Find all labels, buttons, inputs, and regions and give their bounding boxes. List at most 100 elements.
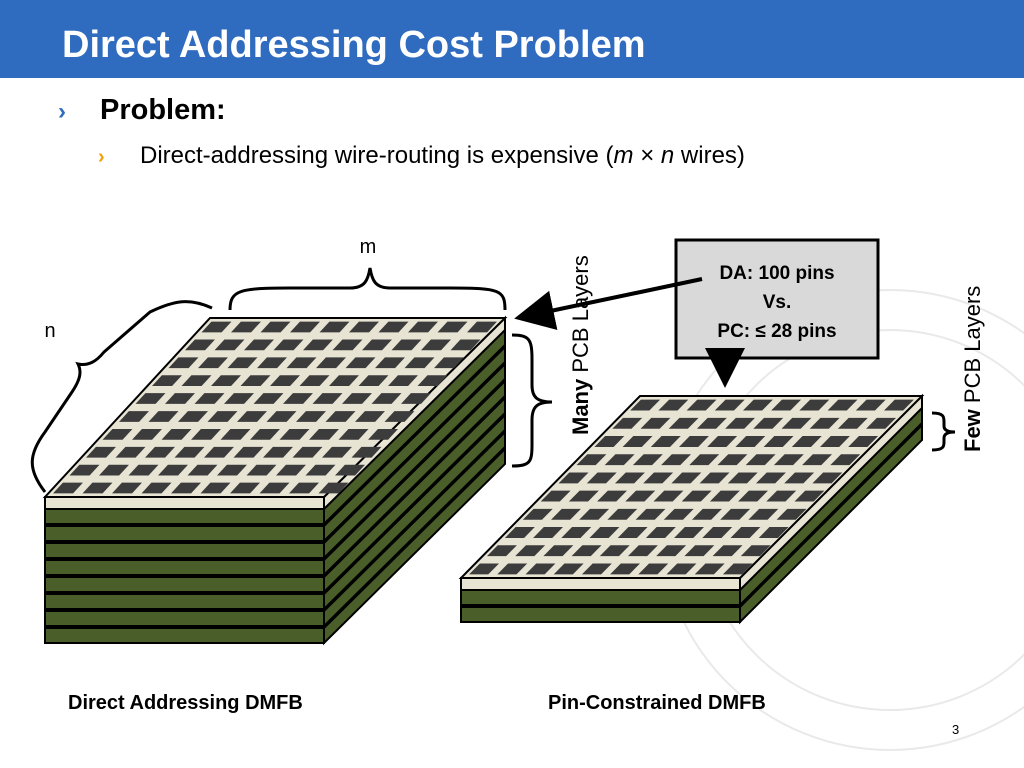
pcb-layer-side [323, 361, 506, 561]
electrode [812, 472, 843, 484]
electrode [848, 436, 879, 447]
electrode [181, 375, 212, 387]
electrode [561, 527, 592, 538]
electrode [763, 436, 794, 447]
electrode [604, 454, 635, 466]
electrode [286, 357, 317, 369]
pcb-layer-side [739, 422, 923, 625]
label-few-rest: PCB Layers [960, 286, 985, 410]
electrode [259, 482, 290, 494]
bullet-problem: › Problem: [58, 94, 226, 127]
electrode [408, 321, 438, 333]
pcb-layer-front [44, 576, 325, 593]
brace-many-layers [511, 333, 553, 468]
electrode [178, 411, 208, 422]
electrode [740, 545, 771, 557]
electrode [270, 375, 300, 387]
electrode [233, 446, 264, 458]
brace-n [30, 300, 213, 493]
electrode [617, 527, 648, 538]
bullet-text-suffix: wires) [674, 142, 745, 169]
electrode [558, 472, 589, 484]
electrode [358, 375, 389, 387]
electrode [171, 482, 201, 494]
electrode [614, 472, 645, 484]
electrode [342, 393, 372, 404]
electrode [201, 321, 232, 333]
electrode [469, 563, 500, 575]
electrode [745, 454, 776, 466]
electrode [776, 508, 807, 520]
electrode [855, 399, 886, 411]
electrode [152, 375, 182, 387]
electrode [231, 321, 261, 333]
electrode [145, 446, 175, 458]
electrode [467, 321, 497, 333]
electrode [694, 563, 725, 575]
electrode [837, 417, 868, 429]
electrode [198, 357, 228, 369]
electrode [686, 399, 717, 411]
electrode [802, 454, 833, 466]
electrode [640, 417, 671, 429]
electrode [318, 482, 349, 494]
electrode [185, 339, 215, 351]
electrode [691, 508, 722, 520]
electrode [725, 417, 756, 429]
label-m: m [360, 236, 377, 258]
electrode [230, 482, 260, 494]
electrode [650, 436, 681, 447]
electrode [292, 446, 323, 458]
electrode [594, 436, 625, 447]
electrode [378, 321, 409, 333]
electrode [135, 393, 166, 404]
callout-box [674, 238, 880, 360]
electrode [666, 563, 697, 575]
electrode [273, 339, 304, 351]
da-chip-stack [42, 315, 508, 646]
electrode [784, 472, 815, 484]
electrode [266, 411, 297, 422]
electrode [540, 490, 571, 502]
electrode [329, 375, 359, 387]
pcb-layer-front [44, 610, 325, 627]
electrode [589, 527, 620, 538]
pcb-layer-side [323, 395, 506, 595]
chevron-right-icon: › [98, 146, 105, 168]
electrode [643, 472, 674, 484]
electrode [296, 411, 326, 422]
electrode [211, 375, 241, 387]
electrode [625, 490, 656, 502]
bullet-text-times: × [633, 142, 661, 169]
label-few-pcb-layers: Few PCB Layers [960, 286, 985, 452]
electrode [355, 411, 385, 422]
electrode [658, 399, 689, 411]
chip-front-edge [460, 577, 741, 591]
electrode [612, 417, 643, 429]
electrode [607, 508, 638, 520]
electrode [748, 508, 779, 520]
electrode [735, 436, 766, 447]
electrode [696, 417, 727, 429]
electrode [755, 472, 786, 484]
chip-front-edge [44, 496, 325, 510]
electrode [283, 393, 313, 404]
electrode [303, 339, 333, 351]
electrode [220, 428, 251, 440]
electrode [550, 508, 581, 520]
slide-number: 3 [952, 722, 960, 737]
electrode [132, 428, 162, 440]
electrode [678, 436, 709, 447]
electrode [515, 545, 546, 557]
electrode [200, 482, 231, 494]
electrode [830, 454, 861, 466]
electrode [204, 446, 234, 458]
electrode [214, 339, 245, 351]
electrode [632, 454, 663, 466]
bullet-text-n: n [660, 142, 675, 169]
title-bar: Direct Addressing Cost Problem [0, 0, 1024, 78]
dmfb-diagram: m n Many PCB Layers Few PCB Layers DA: 1… [30, 236, 1024, 751]
caption-direct-addressing: Direct Addressing DMFB [68, 692, 303, 714]
electrode [362, 339, 392, 351]
electrode [630, 399, 661, 411]
